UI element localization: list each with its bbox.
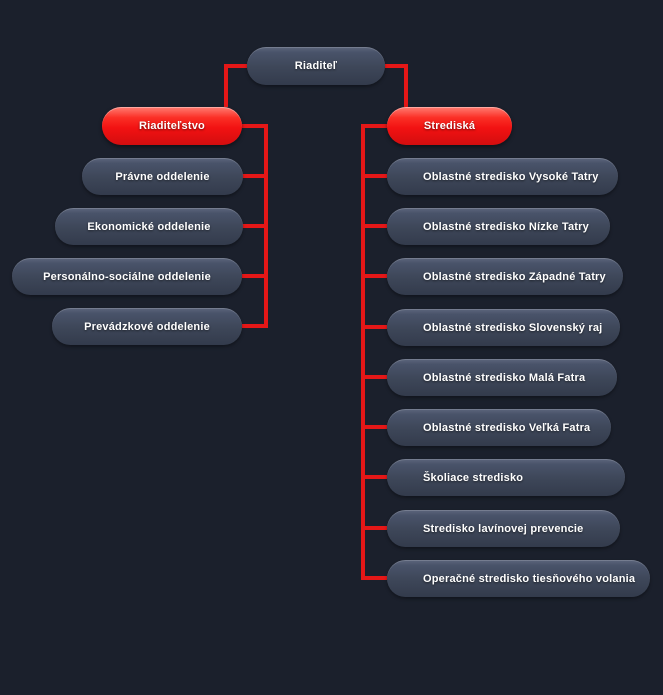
node-skoliace-stredisko[interactable]: Školiace stredisko [387, 459, 625, 496]
connector-segment [361, 526, 387, 530]
node-personalno-socialne-oddelenie[interactable]: Personálno-sociálne oddelenie [12, 258, 242, 295]
connector-segment [361, 325, 387, 329]
node-strediska[interactable]: Strediská [387, 107, 512, 145]
org-node-label: Školiace stredisko [423, 471, 524, 484]
connector-segment [361, 475, 387, 479]
node-prevadzkove-oddelenie[interactable]: Prevádzkové oddelenie [52, 308, 242, 345]
connector-segment [404, 64, 408, 107]
connector-segment [361, 174, 387, 178]
connector-segment [224, 64, 247, 68]
node-oblastne-stredisko-slovensky-raj[interactable]: Oblastné stredisko Slovenský raj [387, 309, 620, 346]
org-node-label: Oblastné stredisko Malá Fatra [423, 371, 586, 384]
org-node-label: Právne oddelenie [115, 170, 210, 183]
node-stredisko-lavinovej-prevencie[interactable]: Stredisko lavínovej prevencie [387, 510, 620, 547]
org-node-label: Strediská [423, 120, 476, 132]
org-node-label: Personálno-sociálne oddelenie [43, 270, 211, 283]
connector-segment [385, 64, 408, 68]
node-operacne-stredisko-tiesnoveho-volania[interactable]: Operačné stredisko tiesňového volania [387, 560, 650, 597]
node-pravne-oddelenie[interactable]: Právne oddelenie [82, 158, 243, 195]
org-node-label: Riaditeľ [294, 60, 338, 72]
org-node-label: Oblastné stredisko Slovenský raj [423, 321, 603, 334]
org-node-label: Operačné stredisko tiesňového volania [423, 572, 636, 585]
connector-segment [361, 576, 387, 580]
connector-segment [224, 64, 228, 107]
connector-segment [361, 224, 387, 228]
org-node-label: Oblastné stredisko Vysoké Tatry [423, 170, 599, 183]
org-node-label: Oblastné stredisko Západné Tatry [423, 270, 606, 283]
connector-segment [361, 274, 387, 278]
node-riaditel[interactable]: Riaditeľ [247, 47, 385, 85]
connector-segment [361, 124, 365, 580]
node-oblastne-stredisko-nizke-tatry[interactable]: Oblastné stredisko Nízke Tatry [387, 208, 610, 245]
connector-segment [242, 174, 268, 178]
node-oblastne-stredisko-velka-fatra[interactable]: Oblastné stredisko Veľká Fatra [387, 409, 611, 446]
connector-segment [361, 375, 387, 379]
node-oblastne-stredisko-vysoke-tatry[interactable]: Oblastné stredisko Vysoké Tatry [387, 158, 618, 195]
node-ekonomicke-oddelenie[interactable]: Ekonomické oddelenie [55, 208, 243, 245]
org-node-label: Prevádzkové oddelenie [84, 320, 210, 333]
org-node-label: Oblastné stredisko Nízke Tatry [423, 220, 589, 233]
connector-segment [242, 324, 268, 328]
org-node-label: Ekonomické oddelenie [87, 220, 211, 233]
node-oblastne-stredisko-mala-fatra[interactable]: Oblastné stredisko Malá Fatra [387, 359, 617, 396]
org-node-label: Oblastné stredisko Veľká Fatra [423, 421, 591, 434]
org-node-label: Stredisko lavínovej prevencie [423, 522, 584, 535]
org-node-label: Riaditeľstvo [139, 120, 205, 132]
connector-segment [242, 274, 268, 278]
connector-segment [361, 124, 387, 128]
node-riaditelstvo[interactable]: Riaditeľstvo [102, 107, 242, 145]
node-oblastne-stredisko-zapadne-tatry[interactable]: Oblastné stredisko Západné Tatry [387, 258, 623, 295]
connector-segment [242, 224, 268, 228]
connector-segment [361, 425, 387, 429]
connector-segment [242, 124, 268, 128]
